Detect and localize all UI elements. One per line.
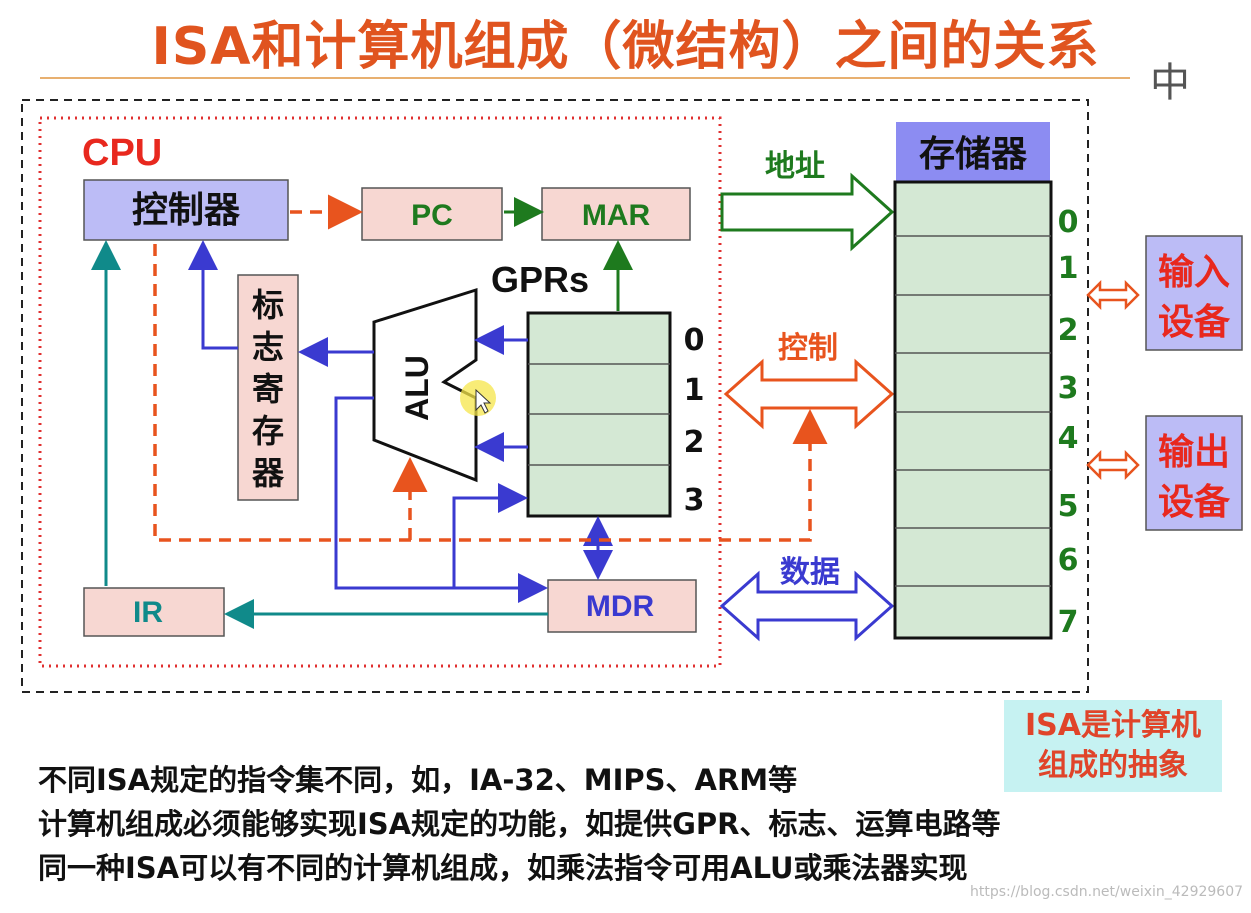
cpu-border	[38, 116, 722, 668]
mdr-box	[547, 579, 697, 633]
note-line-3: 同一种ISA可以有不同的计算机组成，如乘法指令可用ALU或乘法器实现	[38, 851, 968, 885]
input-device-line-2: 设备	[1158, 302, 1231, 343]
data-bus-arrow	[719, 570, 895, 642]
flags-char-2: 寄	[252, 370, 284, 408]
input-device-arrow	[1086, 279, 1140, 311]
memory-index-6: 6	[1058, 543, 1079, 578]
gprs-label: GPRs	[491, 259, 589, 300]
memory-index-5: 5	[1058, 489, 1079, 524]
memory-index-4: 4	[1058, 421, 1079, 456]
controller-label: 控制器	[132, 190, 241, 231]
flags-to-controller-arrow	[188, 240, 238, 350]
mar-label: MAR	[582, 199, 651, 232]
flags-register-box	[237, 274, 299, 501]
ir-box	[83, 587, 225, 637]
isa-abstract-note: ISA是计算机 组成的抽象	[1004, 700, 1222, 792]
gpr-index-0: 0	[684, 323, 705, 358]
page-title: ISA和计算机组成（微结构）之间的关系	[151, 17, 1100, 77]
output-device-arrow	[1086, 449, 1140, 481]
flags-char-3: 存	[252, 412, 284, 450]
output-device-line-1: 输出	[1158, 432, 1230, 473]
ir-label: IR	[133, 596, 163, 629]
cpu-label: CPU	[82, 132, 162, 174]
mouse-cursor-icon	[475, 388, 492, 414]
alu-shape	[372, 287, 478, 483]
memory-index-7: 7	[1058, 605, 1079, 640]
notes-block: 不同ISA规定的指令集不同，如，IA-32、MIPS、ARM等 计算机组成必须能…	[38, 758, 1001, 890]
system-border	[21, 99, 1089, 693]
control-signal-line	[153, 244, 828, 542]
output-device-box	[1145, 415, 1243, 531]
mdr-to-gpr-arrow	[452, 483, 528, 588]
memory-title: 存储器	[919, 134, 1028, 175]
alu-label: ALU	[399, 355, 435, 421]
flags-char-4: 器	[251, 454, 285, 492]
flags-char-1: 志	[252, 328, 284, 366]
flags-char-0: 标	[252, 286, 284, 324]
gpr-index-2: 2	[684, 425, 705, 460]
data-bus-label: 数据	[780, 555, 840, 590]
mdr-label: MDR	[586, 590, 655, 623]
control-bus-label: 控制	[778, 331, 838, 366]
input-device-line-1: 输入	[1158, 252, 1230, 293]
isa-abstract-line-2: 组成的抽象	[1038, 748, 1188, 783]
memory-index-1: 1	[1058, 251, 1079, 286]
memory-stack	[893, 180, 1053, 640]
pc-label: PC	[411, 199, 453, 232]
memory-index-3: 3	[1058, 371, 1079, 406]
memory-index-0: 0	[1058, 205, 1079, 240]
gpr-index-3: 3	[684, 483, 705, 518]
control-bus-arrow	[723, 358, 895, 430]
controller-box	[83, 179, 289, 241]
address-bus-label: 地址	[765, 149, 825, 184]
address-bus-arrow	[720, 172, 895, 252]
logo-icon: 中	[1150, 60, 1190, 106]
isa-abstract-line-1: ISA是计算机	[1025, 708, 1201, 743]
watermark: https://blog.csdn.net/weixin_42929607	[970, 884, 1244, 900]
note-line-2: 计算机组成必须能够实现ISA规定的功能，如提供GPR、标志、运算电路等	[38, 807, 1001, 841]
alu-to-mdr-arrow	[334, 396, 548, 603]
input-device-box	[1145, 235, 1243, 351]
note-line-1: 不同ISA规定的指令集不同，如，IA-32、MIPS、ARM等	[38, 763, 798, 797]
title-underline	[40, 77, 1130, 79]
memory-title-box	[896, 122, 1050, 182]
memory-index-2: 2	[1058, 313, 1079, 348]
gpr-index-1: 1	[684, 373, 705, 408]
output-device-line-2: 设备	[1158, 482, 1231, 523]
